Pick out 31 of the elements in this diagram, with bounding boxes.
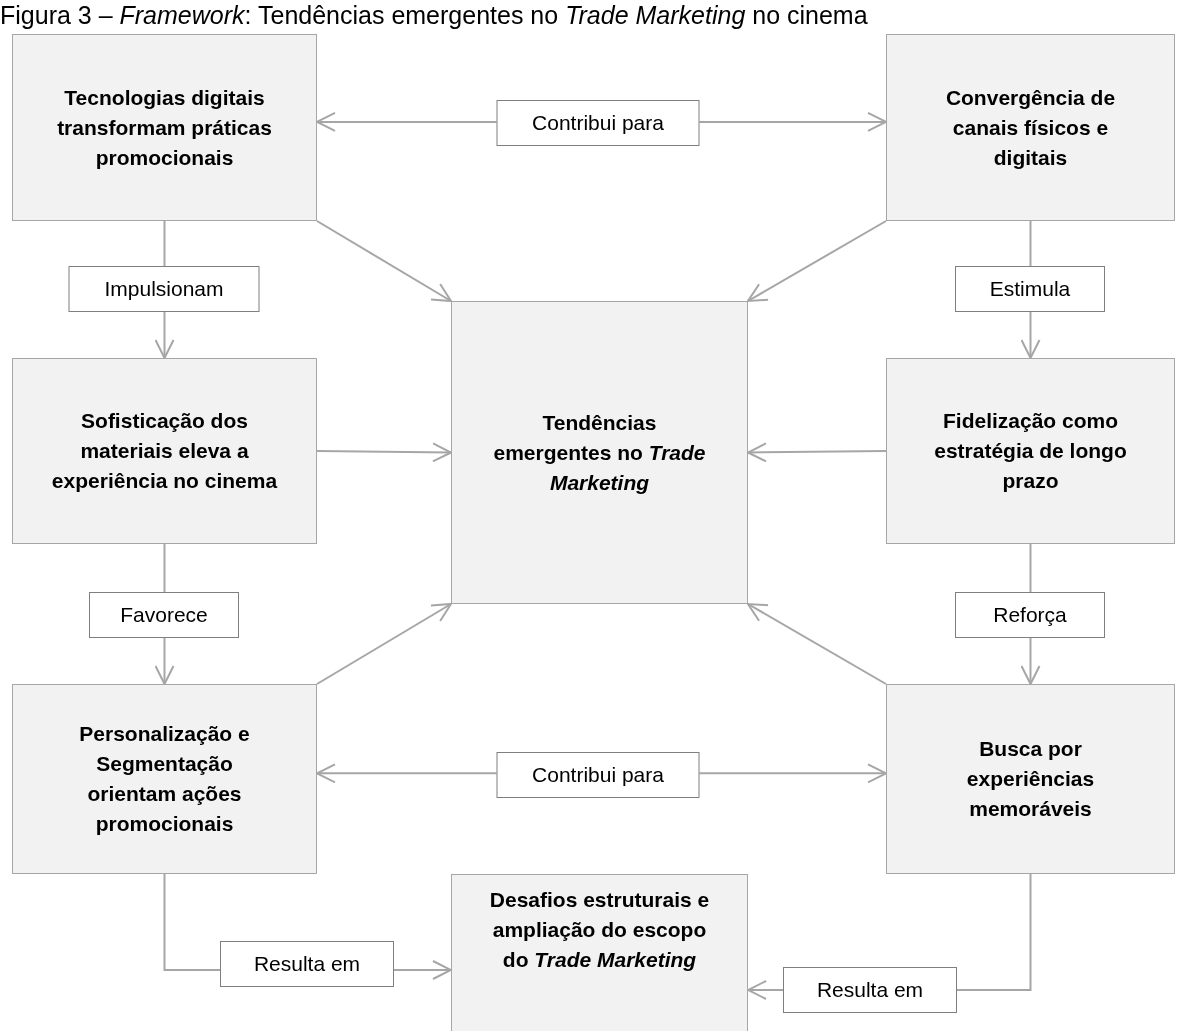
box-text: Busca por experiências memoráveis [965,736,1096,822]
concept-box [886,34,1175,221]
edge-label: Reforça [955,592,1105,638]
box-text: Sofisticação dos materiais eleva a experiência no cinema [50,408,279,494]
box-text: Desafios estruturais e ampliação do escopo do Trade Marketing [488,887,711,973]
arrow [747,442,887,463]
box-text: Tendências emergentes no Trade Marketing [492,409,707,496]
edge-label: Resulta em [220,941,394,987]
edge-label: Contribui para [496,100,700,146]
edge-label: Resulta em [783,967,957,1013]
edge-label: Impulsionam [68,266,260,312]
concept-box [12,684,317,874]
arrow [316,603,452,685]
concept-box [886,684,1175,874]
edge-label: Estimula [955,266,1105,312]
box-text: Fidelização como estratégia de longo prazo [933,408,1128,494]
box-text: Convergência de canais físicos e digitais [944,84,1117,171]
box-text: Tecnologias digitais transformam práticas promocionais [56,84,273,171]
arrow [747,603,887,685]
arrow [316,442,452,463]
arrow [747,220,887,302]
edge-label: Favorece [89,592,239,638]
central-box [451,301,748,604]
concept-box [886,358,1175,544]
concept-box [12,34,317,221]
concept-box [451,874,748,1031]
concept-box [12,358,317,544]
box-text: Personalização e Segmentação orientam ações promocionais [78,721,251,837]
figure-title: Figura 3 – Framework: Tendências emergentes no Trade Marketing no cinema [0,0,869,30]
edge-label: Contribui para [496,752,700,798]
arrow [316,220,452,302]
